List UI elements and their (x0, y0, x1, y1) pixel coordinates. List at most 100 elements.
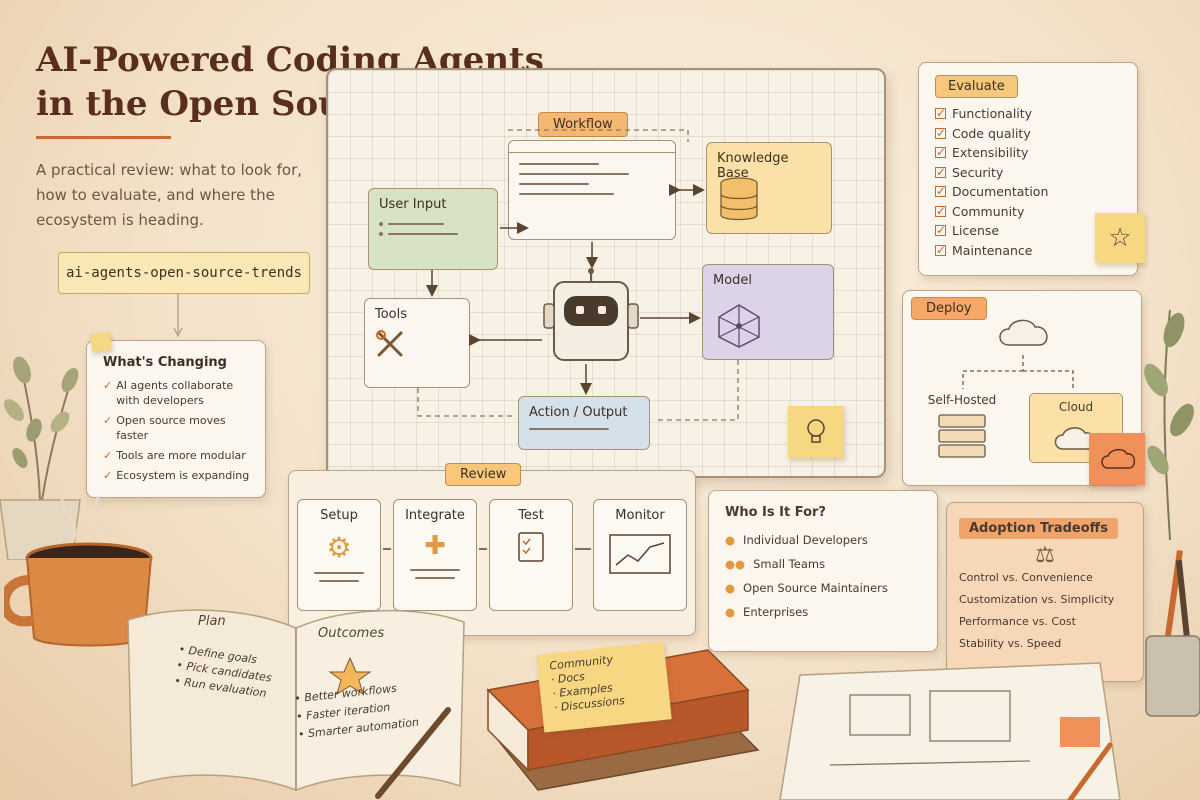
list-item: Performance vs. Cost (959, 615, 1076, 628)
notebook-illustration (127, 609, 465, 799)
person-icon: ● (725, 533, 736, 547)
neural-network-icon (718, 304, 760, 348)
team-icon: ●● (725, 557, 746, 571)
audience-list: ●Individual Developers ●●Small Teams ●Op… (725, 528, 921, 624)
sticky-tab (89, 331, 113, 353)
whats-changing-title: What's Changing (103, 355, 227, 370)
checklist-item[interactable]: Code quality (935, 124, 1121, 143)
checkbox-icon[interactable] (935, 124, 946, 143)
robot-agent-icon (543, 268, 639, 361)
repo-tag-connector (173, 294, 183, 338)
list-item: ●Enterprises (725, 600, 921, 624)
deploy-title: Deploy (911, 297, 987, 320)
knowledge-base-node[interactable]: Knowledge Base (706, 142, 832, 234)
list-item: Customization vs. Simplicity (959, 593, 1115, 606)
evaluate-card: Evaluate Functionality Code quality Exte… (918, 62, 1145, 276)
checkbox-icon[interactable] (935, 163, 946, 182)
star-sticky-note: ☆ (1095, 213, 1145, 263)
cloud-sticky-note (1089, 433, 1145, 485)
knowledge-base-label: Knowledge Base (717, 151, 789, 181)
clipboard-icon (518, 532, 544, 562)
who-for-card: Who Is It For? ●Individual Developers ●●… (708, 490, 938, 652)
gear-icon: ⚙ (326, 531, 352, 564)
step-setup[interactable]: Setup ⚙ (297, 499, 381, 611)
step-label: Test (518, 508, 544, 523)
whats-changing-list: ✓AI agents collaborate with developers ✓… (103, 378, 253, 483)
step-label: Monitor (615, 508, 665, 523)
group-icon: ● (725, 581, 736, 595)
lightbulb-icon (807, 419, 825, 443)
list-item: ✓Ecosystem is expanding (103, 469, 250, 482)
plant-left-illustration (0, 356, 81, 560)
check-icon: ✓ (103, 414, 113, 427)
action-output-node[interactable]: Action / Output (518, 396, 650, 450)
community-sticky-note: Community · Docs · Examples · Discussion… (536, 641, 672, 733)
list-item: ●Individual Developers (725, 528, 921, 552)
checklist-item[interactable]: Maintenance (935, 241, 1121, 260)
review-arrows (383, 548, 591, 550)
model-label: Model (713, 273, 753, 288)
list-item: ✓Open source moves faster (103, 414, 226, 442)
repo-tag[interactable]: ai-agents-open-source-trends (58, 252, 310, 294)
plant-right-illustration (1144, 309, 1194, 541)
model-node[interactable]: Model (702, 264, 834, 360)
adoption-title: Adoption Tradeoffs (959, 518, 1118, 539)
deploy-arrows (962, 355, 1074, 389)
database-icon (720, 177, 758, 221)
tradeoffs-list: Control vs. Convenience Customization vs… (959, 567, 1131, 655)
checkbox-icon[interactable] (935, 221, 946, 241)
step-monitor[interactable]: Monitor (593, 499, 687, 611)
chart-monitor-icon (609, 534, 671, 574)
list-item: ✓Tools are more modular (103, 449, 246, 462)
checkbox-icon[interactable] (935, 104, 946, 124)
title-underline (36, 136, 171, 139)
subtitle: A practical review: what to look for, ho… (36, 161, 303, 229)
evaluate-checklist: Functionality Code quality Extensibility… (935, 104, 1121, 260)
star-icon: ☆ (1108, 223, 1132, 253)
user-input-node[interactable]: User Input (368, 188, 498, 270)
cloud-network-icon (999, 319, 1048, 346)
checklist-item[interactable]: Security (935, 163, 1121, 182)
checklist-item[interactable]: Community (935, 202, 1121, 221)
list-item: ✓AI agents collaborate with developers (103, 379, 234, 407)
review-label: Review (445, 463, 522, 486)
checklist-item[interactable]: Functionality (935, 104, 1121, 124)
checklist-item[interactable]: License (935, 221, 1121, 241)
evaluate-title: Evaluate (935, 75, 1018, 98)
puzzle-icon: ✚ (424, 531, 446, 561)
check-icon: ✓ (103, 469, 113, 482)
coffee-mug-illustration (4, 490, 153, 647)
review-pipeline: Review Setup ⚙ Integrate ✚ Test Monitor (288, 463, 696, 636)
sketch-notebook-illustration (779, 662, 1121, 800)
user-input-label: User Input (379, 197, 447, 212)
checklist-item[interactable]: Documentation (935, 182, 1121, 202)
outcomes-title: Outcomes (318, 626, 385, 641)
step-integrate[interactable]: Integrate ✚ (393, 499, 477, 611)
checkbox-icon[interactable] (935, 202, 946, 221)
deploy-card: Deploy Self-Hosted Cloud (902, 290, 1145, 486)
step-test[interactable]: Test (489, 499, 573, 611)
plan-title: Plan (198, 614, 226, 629)
balance-scale-icon: ⚖ (1035, 543, 1055, 568)
tools-label: Tools (375, 307, 408, 322)
whats-changing-card: What's Changing ✓AI agents collaborate w… (86, 331, 266, 498)
checkbox-icon[interactable] (935, 241, 946, 260)
workflow-board: Workflow Knowledge Base User Input (326, 68, 886, 478)
checklist-item[interactable]: Extensibility (935, 143, 1121, 163)
step-label: Integrate (405, 508, 465, 523)
check-icon: ✓ (103, 449, 113, 462)
list-item: ●●Small Teams (725, 552, 921, 576)
cloud-label: Cloud (1058, 400, 1094, 414)
checkbox-icon[interactable] (935, 182, 946, 202)
server-icon (938, 414, 986, 458)
who-for-title: Who Is It For? (725, 505, 826, 520)
workflow-label: Workflow (538, 112, 628, 137)
list-item: ●Open Source Maintainers (725, 576, 921, 600)
check-icon: ✓ (103, 379, 113, 392)
workflow-arrows (417, 129, 739, 421)
list-item: Stability vs. Speed (959, 637, 1062, 650)
checkbox-icon[interactable] (935, 143, 946, 163)
idea-sticky-note (788, 406, 844, 458)
self-hosted-label[interactable]: Self-Hosted (927, 393, 997, 407)
wrench-icon (376, 330, 403, 357)
